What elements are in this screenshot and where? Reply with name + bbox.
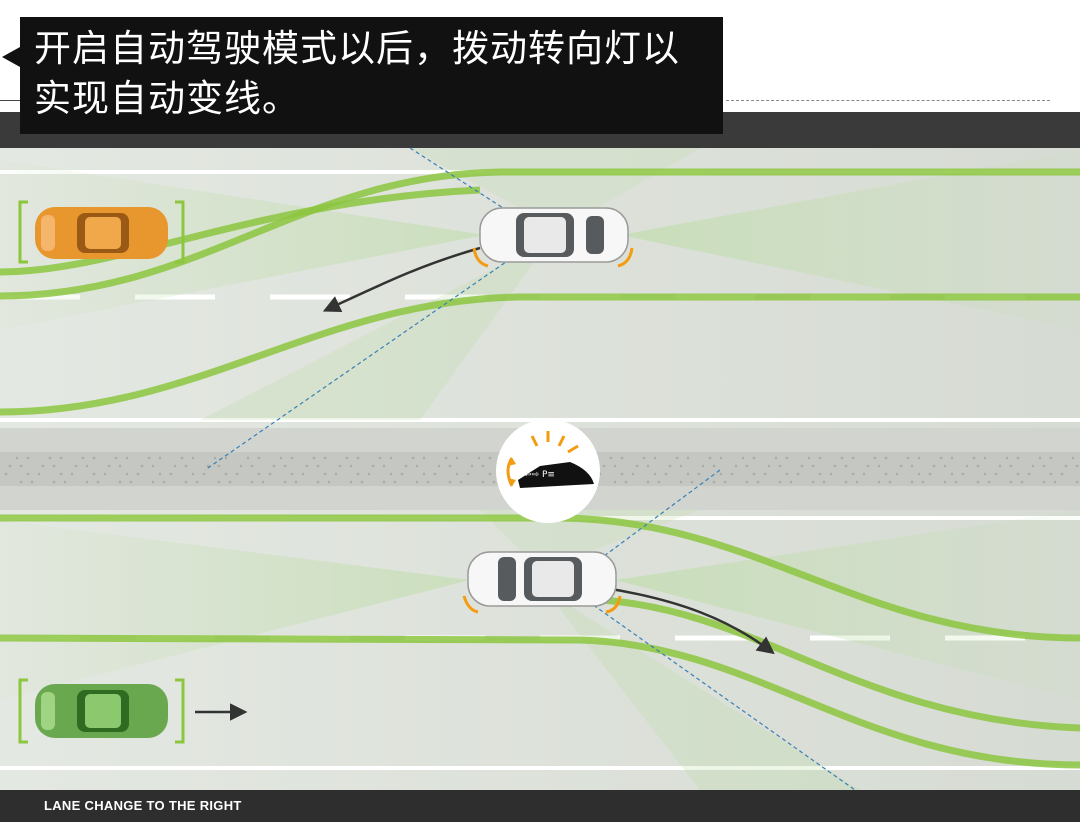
footer-label: LANE CHANGE TO THE RIGHT xyxy=(44,798,242,813)
orange-car-brackets xyxy=(18,200,185,264)
lower-green-paths xyxy=(0,514,1080,769)
right-lane-change-arrow xyxy=(604,586,775,655)
upper-sensor-field xyxy=(0,148,1080,420)
green-car xyxy=(35,684,168,738)
caption-rule-left xyxy=(0,100,20,101)
caption-line-2: 实现自动变线。 xyxy=(34,77,300,120)
orange-car xyxy=(35,207,168,259)
caption-text: 开启自动驾驶模式以后，拨动转向灯以 实现自动变线。 xyxy=(34,24,714,124)
ego-car-lower xyxy=(462,551,622,614)
stalk-label: ⇦⇨ P≡ xyxy=(524,470,555,480)
caption-line-1: 开启自动驾驶模式以后，拨动转向灯以 xyxy=(34,27,680,70)
turn-signal-stalk-badge: ⇦⇨ P≡ xyxy=(496,419,600,523)
ego-car-upper xyxy=(472,207,634,268)
left-lane-change-arrow xyxy=(322,246,481,313)
caption-dashed-rule xyxy=(726,100,1050,101)
caption-box xyxy=(20,17,723,134)
caption-pointer xyxy=(2,47,20,67)
upper-green-paths xyxy=(0,168,1080,416)
signal-flash-lines xyxy=(530,431,579,454)
green-car-brackets xyxy=(18,678,185,744)
footer-bar xyxy=(0,790,1080,822)
